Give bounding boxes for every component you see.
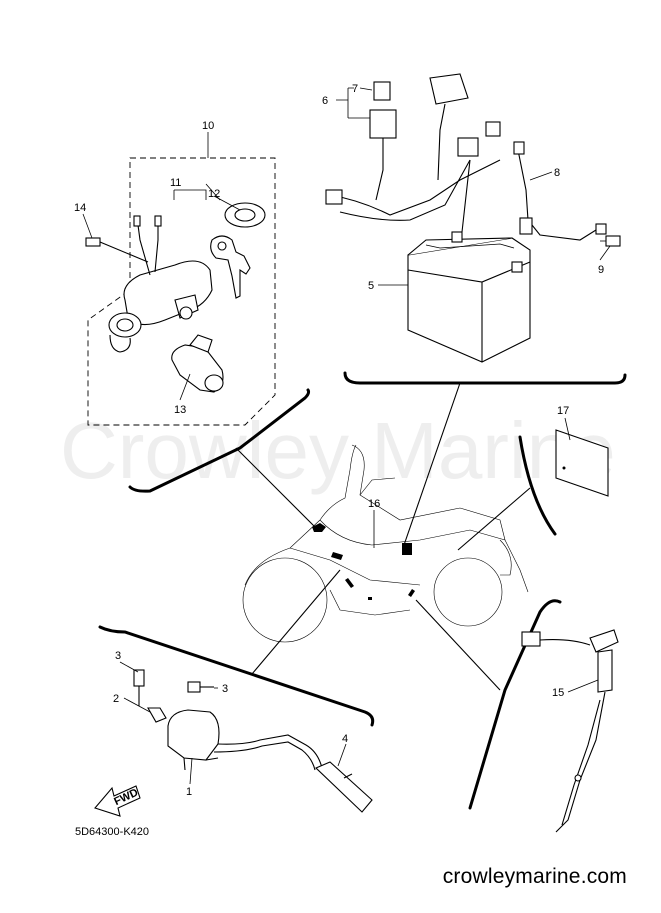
footer-url[interactable]: crowleymarine.com [442, 865, 627, 888]
ignition-switch-assembly [85, 157, 276, 426]
ignition-location-marker [312, 523, 326, 532]
callout-1: 1 [186, 786, 192, 798]
coil-location-marker [331, 552, 343, 560]
watermark: Crowley Marine [60, 406, 616, 495]
callout-5: 5 [368, 280, 374, 292]
callout-14: 14 [74, 202, 86, 214]
callout-4: 4 [342, 733, 348, 745]
callout-7: 7 [352, 83, 358, 95]
fwd-arrow: FWD [94, 785, 141, 817]
callout-leaders [82, 87, 611, 785]
battery-location-marker [402, 543, 412, 555]
callout-8: 8 [554, 167, 560, 179]
callout-11: 11 [170, 177, 181, 189]
callout-15: 15 [552, 687, 564, 699]
callout-17: 17 [557, 405, 569, 417]
section-brackets [98, 371, 627, 810]
callout-numbers: 10 11 12 14 13 6 7 8 9 5 17 16 3 3 2 4 1… [74, 83, 604, 798]
drawing-code: 5D64300-K420 [75, 826, 150, 838]
callout-6: 6 [322, 95, 328, 107]
ignition-coil-assembly [133, 669, 373, 813]
sensor-assembly [521, 629, 619, 833]
callout-10: 10 [202, 120, 214, 132]
callout-13: 13 [174, 404, 186, 416]
callout-16: 16 [368, 498, 380, 510]
warning-label [555, 429, 609, 497]
callout-3a: 3 [115, 650, 121, 662]
callout-2: 2 [113, 693, 119, 705]
battery-assembly [325, 73, 621, 363]
callout-12: 12 [208, 188, 220, 200]
callout-3b: 3 [222, 683, 228, 695]
motorcycle-silhouette [242, 444, 529, 643]
callout-9: 9 [598, 264, 604, 276]
